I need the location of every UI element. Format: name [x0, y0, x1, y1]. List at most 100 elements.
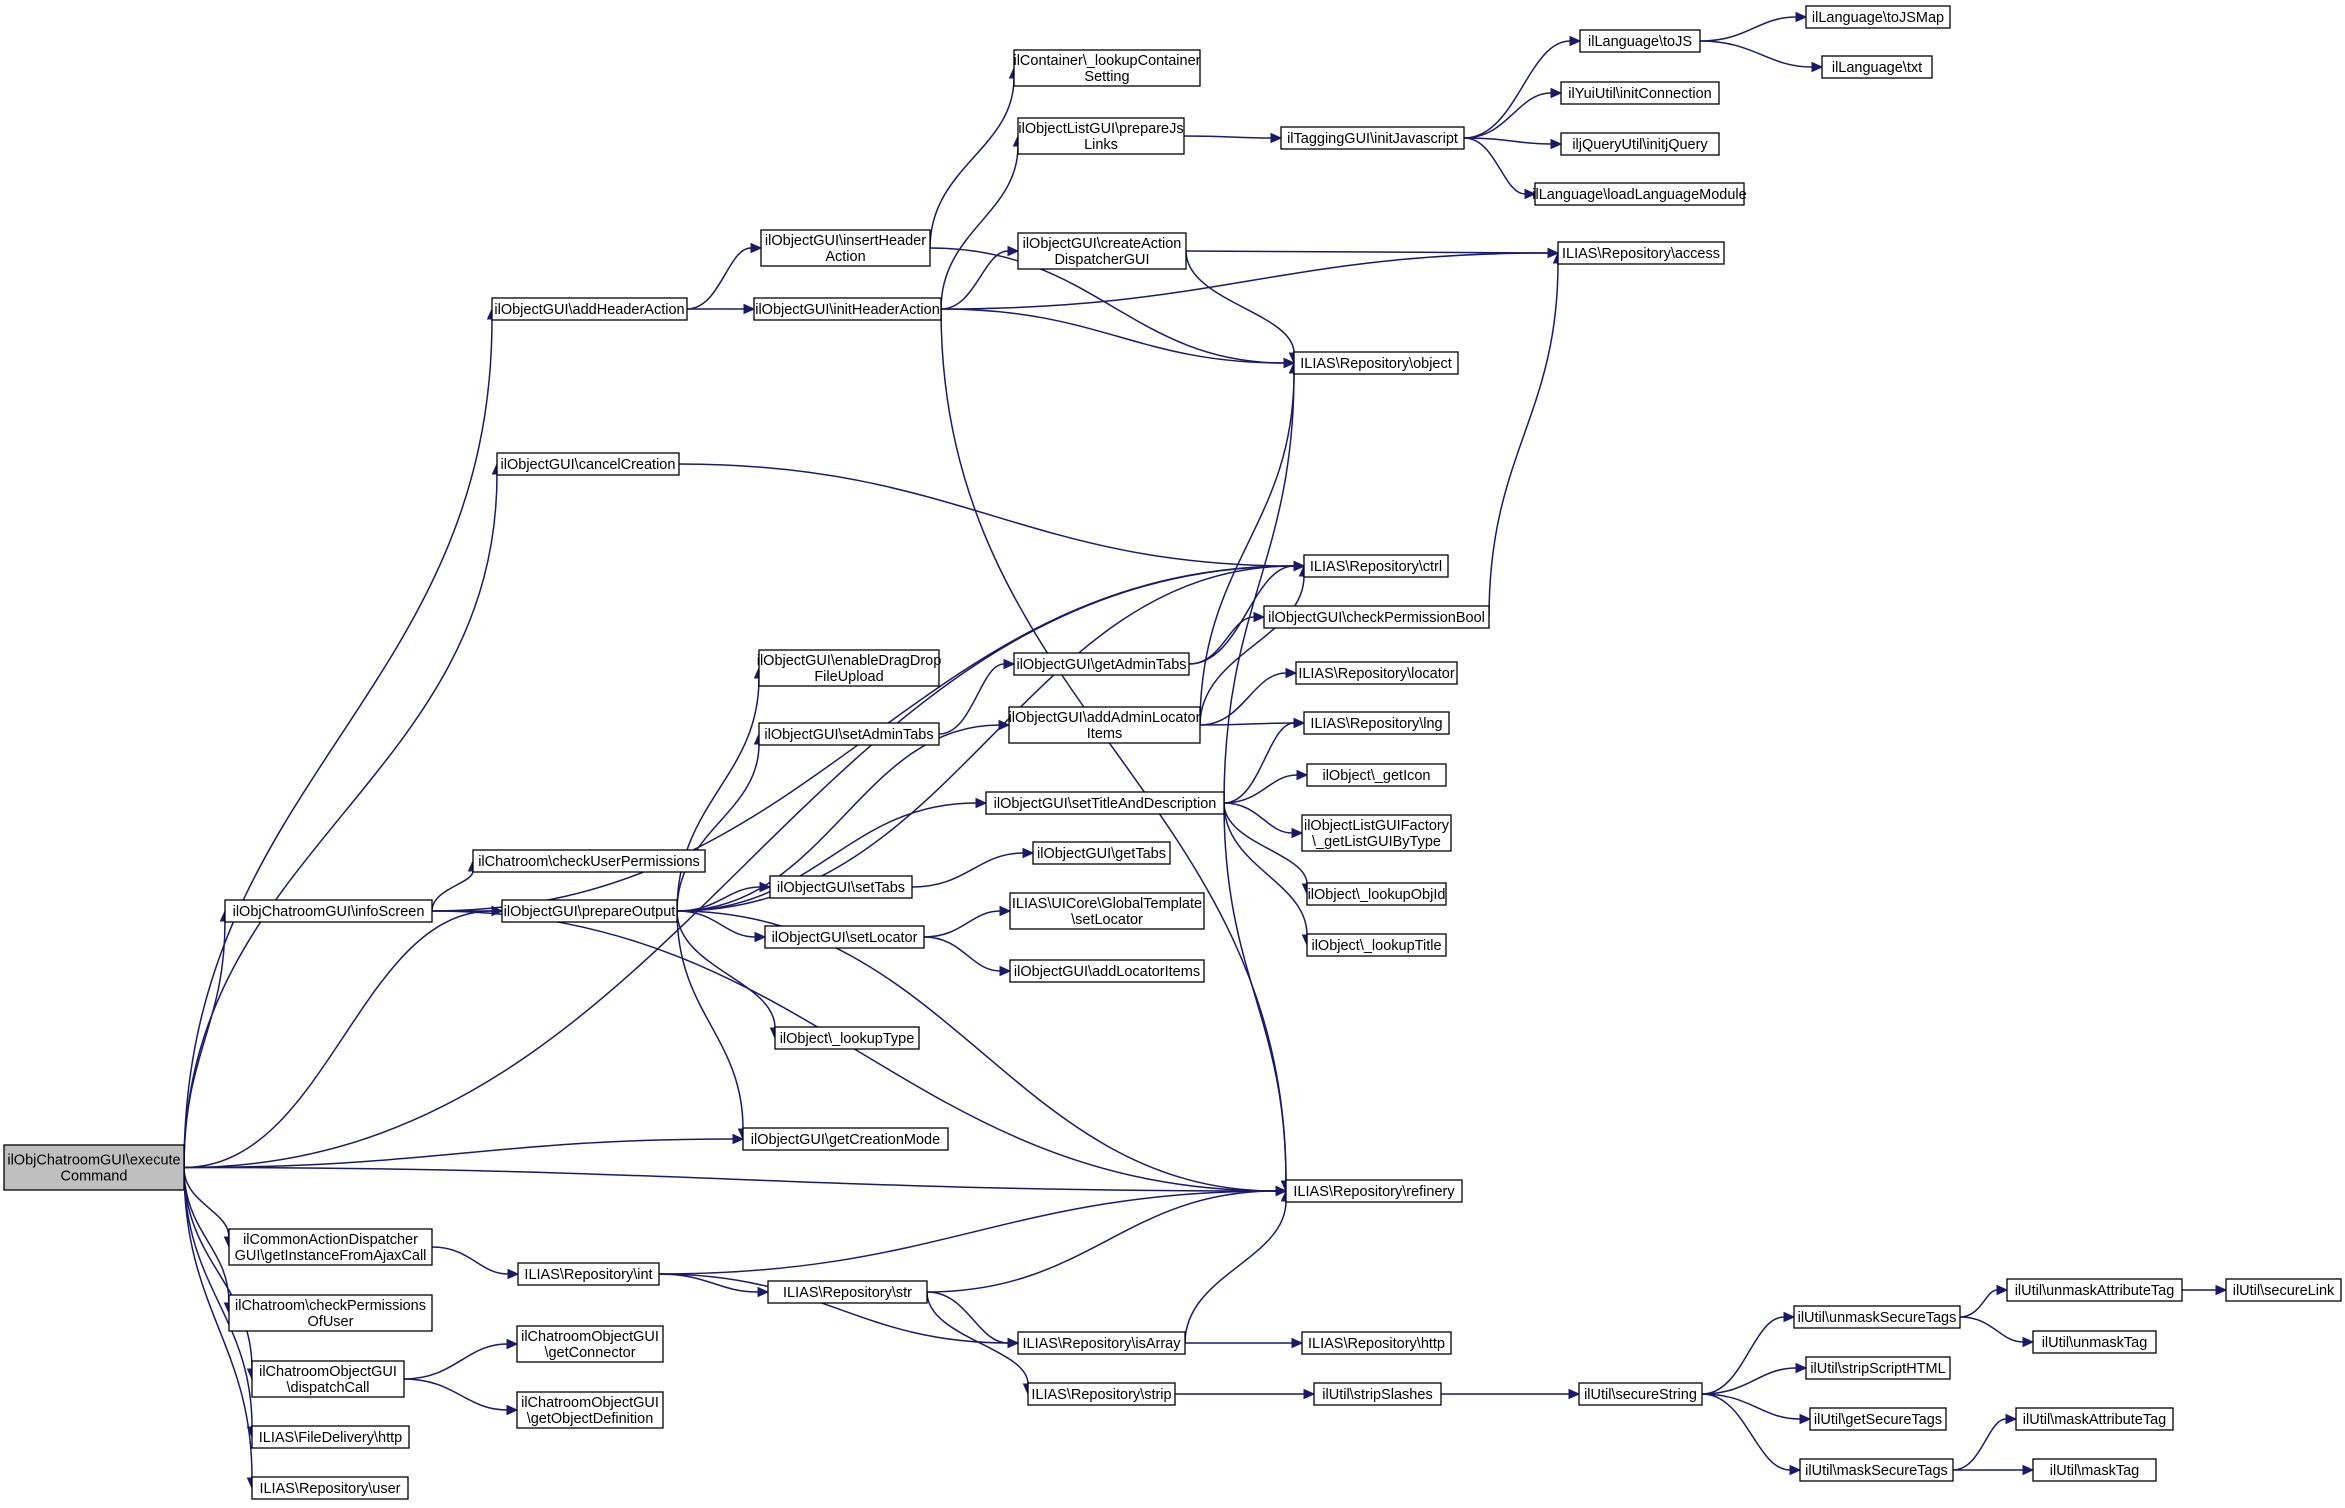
node-lookupObjId[interactable]: ilObject\_lookupObjId: [1306, 882, 1447, 906]
node-langToJS[interactable]: ilLanguage\toJS: [1579, 29, 1701, 53]
node-cancelCreation[interactable]: ilObjectGUI\cancelCreation: [496, 452, 680, 476]
node-box: [774, 1026, 920, 1050]
node-setTitleAndDescription[interactable]: ilObjectGUI\setTitleAndDescription: [985, 791, 1225, 815]
node-maskAttributeTag[interactable]: ilUtil\maskAttributeTag: [2015, 1407, 2174, 1431]
node-loadLanguageModule[interactable]: ilLanguage\loadLanguageModule: [1532, 182, 1747, 206]
node-repoLng[interactable]: ILIAS\Repository\lng: [1303, 711, 1450, 735]
edge-root-to-cancelCreation: [183, 462, 503, 1168]
edge-infoScreen-to-checkUserPermissions: [431, 859, 479, 912]
node-repoCtrl[interactable]: ILIAS\Repository\ctrl: [1303, 554, 1449, 578]
node-box: [1017, 117, 1185, 155]
node-initHeaderAction[interactable]: ilObjectGUI\initHeaderAction: [753, 297, 942, 321]
node-box: [224, 899, 433, 923]
node-repoObject[interactable]: ILIAS\Repository\object: [1293, 351, 1459, 375]
node-langTxt[interactable]: ilLanguage\txt: [1821, 55, 1933, 79]
node-label: ilObjectGUI\prepareOutput: [504, 904, 676, 920]
node-repoStrip[interactable]: ILIAS\Repository\strip: [1027, 1382, 1176, 1406]
arrowhead: [999, 905, 1012, 917]
node-getCreationMode[interactable]: ilObjectGUI\getCreationMode: [742, 1127, 949, 1151]
node-getSecureTags[interactable]: ilUtil\getSecureTags: [1809, 1407, 1947, 1431]
node-setAdminTabs[interactable]: ilObjectGUI\setAdminTabs: [758, 722, 940, 746]
node-checkUserPermissions[interactable]: ilChatroom\checkUserPermissions: [472, 849, 706, 873]
node-repoAccess[interactable]: ILIAS\Repository\access: [1557, 241, 1725, 265]
edge-cancelCreation-to-repoCtrl: [678, 463, 1306, 572]
node-box: [1303, 554, 1449, 578]
node-secureString[interactable]: ilUtil\secureString: [1578, 1382, 1703, 1406]
node-label: ilObjectGUI\setLocator: [772, 930, 918, 946]
node-langToJSMap[interactable]: ilLanguage\toJSMap: [1805, 5, 1951, 29]
node-addHeaderAction[interactable]: ilObjectGUI\addHeaderAction: [491, 297, 688, 321]
node-label: ilObjectGUI\enableDragDrop: [757, 653, 942, 669]
arrowhead: [1795, 1362, 1808, 1374]
node-repoInt[interactable]: ILIAS\Repository\int: [517, 1262, 660, 1286]
node-globalTemplateSetLocator[interactable]: ILIAS\UICore\GlobalTemplate\setLocator: [1009, 892, 1205, 930]
node-taggingInitJavascript[interactable]: ilTaggingGUI\initJavascript: [1280, 126, 1465, 150]
node-getTabs[interactable]: ilObjectGUI\getTabs: [1032, 841, 1171, 865]
node-dispatchCall[interactable]: ilChatroomObjectGUI\dispatchCall: [251, 1360, 405, 1398]
node-unmaskTag[interactable]: ilUtil\unmaskTag: [2032, 1330, 2157, 1354]
node-box: [985, 791, 1225, 815]
node-box: [1534, 182, 1745, 206]
edge-repoStrip-to-stripSlashes: [1174, 1388, 1316, 1400]
node-box: [1805, 5, 1951, 29]
edge-setTabs-to-getTabs: [911, 847, 1035, 888]
edge-taggingInitJavascript-to-yuiInitConnection: [1463, 87, 1563, 139]
node-prepareOutput[interactable]: ilObjectGUI\prepareOutput: [501, 899, 678, 923]
edge-prepareOutput-to-addAdminLocatorItems: [676, 719, 1011, 912]
node-setLocator[interactable]: ilObjectGUI\setLocator: [764, 925, 925, 949]
node-repoHttp[interactable]: ILIAS\Repository\http: [1301, 1331, 1452, 1355]
edge-dispatchCall-to-getObjectDefinition: [403, 1378, 519, 1416]
node-lookupType[interactable]: ilObject\_lookupType: [774, 1026, 920, 1050]
node-label: ILIAS\Repository\user: [259, 1481, 400, 1497]
node-lookupTitle[interactable]: ilObject\_lookupTitle: [1306, 933, 1447, 957]
node-stripScriptHTML[interactable]: ilUtil\stripScriptHTML: [1805, 1356, 1951, 1380]
arrowhead: [1285, 667, 1298, 679]
node-unmaskAttributeTag[interactable]: ilUtil\unmaskAttributeTag: [2006, 1278, 2183, 1302]
edge-setLocator-to-addLocatorItems: [923, 936, 1012, 977]
node-fdHttp[interactable]: ILIAS\FileDelivery\http: [251, 1425, 410, 1449]
arrowhead: [2022, 1464, 2035, 1476]
node-getListGUIByType[interactable]: ilObjectListGUIFactory\_getListGUIByType: [1301, 814, 1452, 852]
node-jqueryInit[interactable]: iljQueryUtil\initjQuery: [1560, 132, 1720, 156]
node-secureLink[interactable]: ilUtil\secureLink: [2225, 1278, 2342, 1302]
node-label: FileUpload: [814, 669, 883, 685]
arrowhead: [1007, 245, 1020, 257]
node-repoRefinery[interactable]: ILIAS\Repository\refinery: [1285, 1179, 1463, 1203]
node-getObjectDefinition[interactable]: ilChatroomObjectGUI\getObjectDefinition: [516, 1391, 664, 1429]
node-getConnector[interactable]: ilChatroomObjectGUI\getConnector: [516, 1325, 664, 1363]
arrowhead: [1296, 769, 1309, 781]
node-getAdminTabs[interactable]: ilObjectGUI\getAdminTabs: [1013, 652, 1190, 676]
node-unmaskSecureTags[interactable]: ilUtil\unmaskSecureTags: [1793, 1305, 1961, 1329]
node-maskSecureTags[interactable]: ilUtil\maskSecureTags: [1799, 1458, 1954, 1482]
node-setTabs[interactable]: ilObjectGUI\setTabs: [769, 875, 913, 899]
node-stripSlashes[interactable]: ilUtil\stripSlashes: [1313, 1382, 1442, 1406]
node-label: ilObject\_lookupObjId: [1308, 887, 1446, 903]
node-repoUser[interactable]: ILIAS\Repository\user: [251, 1476, 409, 1500]
node-repoLocator[interactable]: ILIAS\Repository\locator: [1295, 661, 1458, 685]
node-getInstanceFromAjaxCall[interactable]: ilCommonActionDispatcherGUI\getInstanceF…: [228, 1228, 433, 1266]
edge-secureString-to-maskSecureTags: [1701, 1393, 1802, 1476]
edge-root-to-dispatchCall: [183, 1167, 258, 1381]
edge-prepareJsLinks-to-taggingInitJavascript: [1183, 132, 1283, 144]
node-repoStr[interactable]: ILIAS\Repository\str: [767, 1280, 928, 1304]
node-box: [1293, 351, 1459, 375]
node-infoScreen[interactable]: ilObjChatroomGUI\infoScreen: [224, 899, 433, 923]
node-addLocatorItems[interactable]: ilObjectGUI\addLocatorItems: [1009, 959, 1205, 983]
edge-taggingInitJavascript-to-langToJS: [1463, 35, 1582, 139]
node-checkPermissionBool[interactable]: ilObjectGUI\checkPermissionBool: [1263, 605, 1490, 629]
arrowhead: [1795, 11, 1808, 23]
node-repoIsArray[interactable]: ILIAS\Repository\isArray: [1017, 1331, 1186, 1355]
node-maskTag[interactable]: ilUtil\maskTag: [2032, 1458, 2157, 1482]
edge-addAdminLocatorItems-to-repoObject: [1199, 361, 1300, 726]
node-getIcon[interactable]: ilObject\_getIcon: [1306, 763, 1447, 787]
edge-addHeaderAction-to-insertHeaderAction: [686, 242, 763, 310]
node-yuiInitConnection[interactable]: ilYuiUtil\initConnection: [1560, 81, 1720, 105]
